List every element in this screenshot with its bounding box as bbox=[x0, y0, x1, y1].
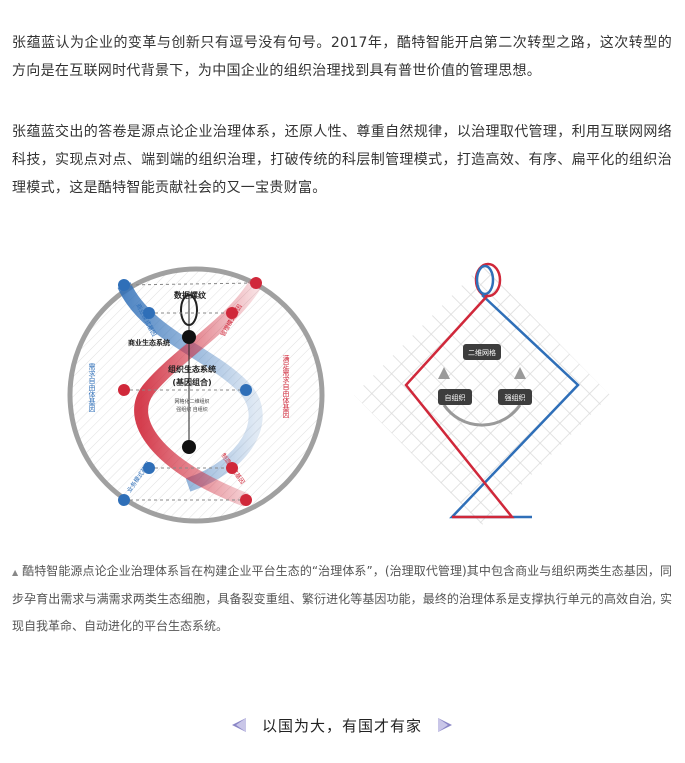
outer-ring bbox=[67, 266, 325, 524]
box-self-org-label: 自组织 bbox=[445, 393, 466, 402]
caption-text: 酷特智能源点论企业治理体系旨在构建企业平台生态的“治理体系”，(治理取代管理)其… bbox=[12, 564, 672, 633]
helix-diagram: 数据螺纹 商业生态系统 组织生态系统 (基因组合) 网格化二维组织 强组织 自组… bbox=[67, 266, 325, 524]
figure-caption: ▲ 酷特智能源点论企业治理体系旨在构建企业平台生态的“治理体系”，(治理取代管理… bbox=[12, 558, 672, 640]
red-path bbox=[404, 294, 515, 519]
right-triangle-icon bbox=[438, 718, 452, 732]
article-paragraph-1: 张蕴蓝认为企业的变革与创新只有逗号没有句号。2017年，酷特智能开启第二次转型之… bbox=[12, 35, 672, 79]
label-org-ecosystem: 组织生态系统 bbox=[168, 364, 216, 374]
label-satisfy-demand-gene: 满足需求自由体基因 bbox=[282, 354, 290, 419]
cycle-arrow bbox=[442, 404, 522, 427]
arrow-head-right bbox=[514, 367, 526, 379]
label-grid-org: 网格化二维组织 bbox=[174, 398, 209, 405]
box-strong-org bbox=[498, 389, 532, 405]
grid-diagram: 二维网格 自组织 强组织 bbox=[354, 262, 610, 525]
label-gene-combination: (基因组合) bbox=[172, 377, 211, 387]
top-loop-blue bbox=[475, 264, 495, 296]
article-paragraph-2: 张蕴蓝交出的答卷是源点论企业治理体系，还原人性、尊重自然规律，以治理取代管理，利… bbox=[12, 124, 672, 196]
box-strong-org-label: 强组织 bbox=[505, 393, 526, 402]
footer-slogan: 以国为大，有国才有家 bbox=[226, 711, 458, 739]
caption-marker: ▲ bbox=[12, 568, 19, 577]
red-strand bbox=[134, 279, 263, 507]
label-demand-gene: 需求自由体基因 bbox=[88, 363, 96, 413]
arrow-head-left bbox=[438, 367, 450, 379]
box-2d-grid bbox=[463, 344, 501, 360]
footer-text: 以国为大，有国才有家 bbox=[261, 716, 422, 735]
helix-rungs bbox=[123, 282, 257, 501]
label-business-ecosystem: 商业生态系统 bbox=[128, 338, 170, 347]
label-data-spiral: 数据螺纹 bbox=[174, 290, 207, 300]
grid-background bbox=[354, 265, 610, 525]
box-2d-grid-label: 二维网格 bbox=[468, 348, 496, 357]
box-self-org bbox=[438, 389, 472, 405]
label-strong-self-org: 强组织 自组织 bbox=[176, 406, 208, 413]
helix-nodes bbox=[118, 277, 262, 506]
left-triangle-icon bbox=[231, 718, 246, 732]
